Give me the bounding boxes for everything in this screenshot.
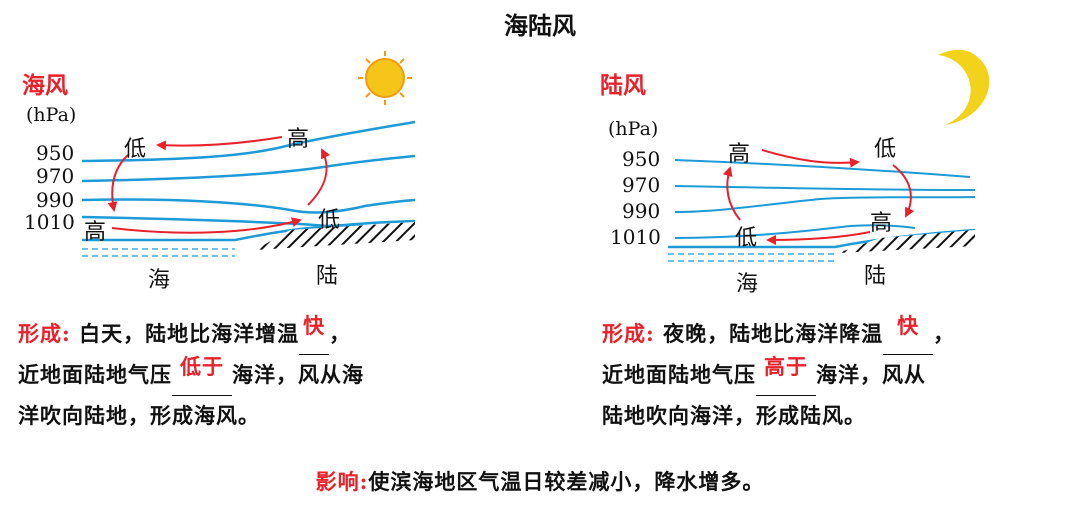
sea-breeze-label: 海风 — [22, 72, 68, 99]
isobar-label-1010-r: 1010 — [610, 225, 661, 249]
right-line1-text: 夜晚，陆地比海洋降温 — [663, 321, 884, 346]
right-blank-1-answer: 快 — [897, 313, 920, 338]
right-line2-text: 近地面陆地气压 — [602, 362, 756, 387]
coastline — [82, 219, 416, 242]
unit-hpa-left: (hPa) — [26, 104, 77, 126]
land-hatch-r — [838, 230, 975, 253]
upper-low-right: 低 — [874, 137, 897, 162]
surface-high-left: 高 — [84, 220, 107, 245]
left-blank-1-answer: 快 — [303, 313, 326, 338]
right-blank-2: 高于 — [756, 354, 816, 396]
isobar-label-990-r: 990 — [622, 199, 661, 223]
right-blank-1: 快 — [883, 313, 934, 355]
sea-breeze-explanation: 形成: 白天，陆地比海洋增温快， 近地面陆地气压低于海洋，风从海 洋吹向陆地，形… — [18, 313, 488, 436]
sea-label-right: 海 — [736, 272, 759, 297]
sea-breeze-diagram — [81, 51, 416, 257]
left-blank-2-answer: 低于 — [180, 354, 224, 379]
crescent-moon-icon — [938, 49, 990, 125]
impact-statement: 影响:使滨海地区气温日较差减小，降水增多。 — [0, 466, 1080, 496]
isobar-950 — [81, 120, 416, 163]
isobar-990-r — [674, 196, 976, 213]
isobar-label-970: 970 — [36, 164, 75, 188]
isobar-970-r — [674, 185, 976, 191]
right-heading: 形成: — [602, 321, 655, 346]
land-hatch — [255, 222, 415, 250]
surface-low-right: 低 — [735, 226, 758, 251]
isobar-label-990: 990 — [36, 188, 75, 212]
isobar-label-950-r: 950 — [622, 147, 661, 171]
left-heading: 形成: — [18, 321, 71, 346]
sun-icon — [358, 51, 412, 105]
right-blank-2-answer: 高于 — [764, 354, 808, 379]
unit-hpa-right: (hPa) — [608, 118, 659, 140]
left-line-1: 形成: 白天，陆地比海洋增温快， — [18, 313, 488, 355]
surface-high-right: 高 — [870, 211, 893, 236]
land-label-right: 陆 — [864, 264, 887, 289]
left-line2-end: 海洋，风从海 — [232, 362, 364, 387]
left-line1-end: ， — [329, 321, 352, 346]
left-blank-2: 低于 — [172, 354, 232, 396]
sea-label-left: 海 — [148, 268, 171, 293]
isobar-950-r — [674, 159, 971, 178]
isobar-970 — [81, 154, 416, 183]
land-breeze-diagram — [668, 49, 990, 262]
isobar-990 — [81, 198, 416, 214]
isobar-label-1010: 1010 — [24, 210, 75, 234]
surface-low-left: 低 — [318, 208, 341, 233]
land-breeze-explanation: 形成: 夜晚，陆地比海洋降温快 ， 近地面陆地气压高于海洋，风从 陆地吹向海洋，形… — [602, 313, 1072, 436]
right-line1-end: ， — [933, 321, 956, 346]
upper-high-right: 高 — [728, 142, 751, 167]
upper-low-left: 低 — [124, 137, 147, 162]
impact-heading: 影响: — [315, 469, 369, 494]
isobar-label-970-r: 970 — [622, 173, 661, 197]
left-line1-text: 白天，陆地比海洋增温 — [79, 321, 300, 346]
left-blank-1: 快 — [299, 313, 330, 355]
right-line-3: 陆地吹向海洋，形成陆风。 — [602, 403, 866, 428]
isobar-label-950: 950 — [36, 141, 75, 165]
upper-high-left: 高 — [287, 127, 310, 152]
left-line-2: 近地面陆地气压低于海洋，风从海 — [18, 354, 488, 396]
left-line2-text: 近地面陆地气压 — [18, 362, 172, 387]
right-line-1: 形成: 夜晚，陆地比海洋降温快 ， — [602, 313, 1072, 355]
land-breeze-label: 陆风 — [600, 72, 646, 99]
right-line2-end: 海洋，风从 — [816, 362, 926, 387]
right-line-2: 近地面陆地气压高于海洋，风从 — [602, 354, 1072, 396]
isobar-1010-r — [674, 224, 916, 239]
impact-text: 使滨海地区气温日较差减小，降水增多。 — [368, 469, 765, 494]
left-line-3: 洋吹向陆地，形成海风。 — [18, 403, 260, 428]
page-title: 海陆风 — [504, 11, 576, 40]
land-label-left: 陆 — [316, 264, 339, 289]
